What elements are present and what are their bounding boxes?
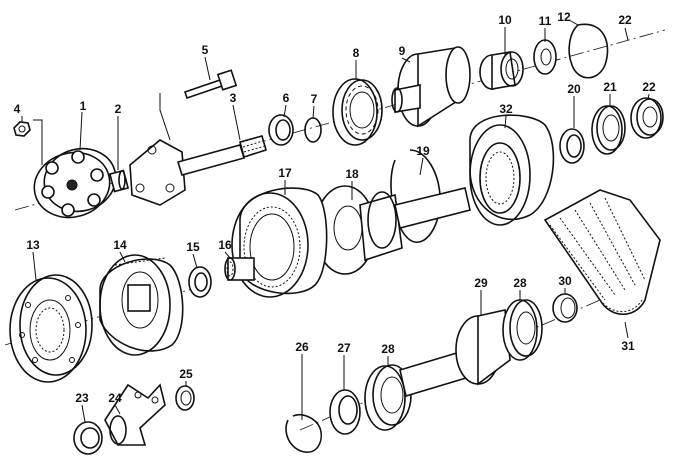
callout-16: 16 [218, 238, 232, 252]
part-9-drive-gear [391, 46, 471, 128]
callout-9: 9 [398, 44, 406, 58]
callout-28-upper: 28 [513, 276, 527, 290]
part-16-sleeve [224, 257, 255, 281]
part-2-sleeve [108, 169, 130, 193]
callout-20: 20 [567, 82, 581, 96]
part-15-seal-ring [188, 266, 212, 298]
leader-16 [224, 251, 231, 259]
callout-27: 27 [337, 341, 351, 355]
callout-17: 17 [278, 166, 292, 180]
part-22-bearing [630, 97, 664, 139]
callout-22-top: 22 [618, 13, 632, 27]
part-14-planet-carrier [99, 254, 184, 356]
part-18-double-gear [314, 185, 471, 275]
callout-19: 19 [416, 144, 430, 158]
callout-6: 6 [282, 91, 290, 105]
callout-3: 3 [229, 91, 237, 105]
leader-22 [647, 93, 650, 101]
leader-32 [504, 115, 507, 129]
part-17-ring-gear [231, 187, 328, 298]
part-1-flex-coupling [33, 147, 117, 219]
callout-22: 22 [642, 80, 656, 94]
callout-15: 15 [186, 240, 200, 254]
callout-10: 10 [498, 13, 512, 27]
leader-14 [119, 251, 126, 263]
callout-18: 18 [345, 167, 359, 181]
callout-31: 31 [621, 339, 635, 353]
callout-24: 24 [108, 391, 122, 405]
part-13-housing-disc [9, 274, 93, 383]
part-11-washer [533, 39, 557, 75]
part-26-circlip [285, 413, 322, 453]
part-28-bearing-lower [364, 364, 412, 431]
leader-13 [32, 251, 37, 281]
callout-7: 7 [310, 92, 318, 106]
leader-22-sub [624, 27, 629, 41]
leader-31 [624, 321, 629, 339]
leader-15 [192, 253, 198, 269]
part-3-input-shaft [129, 135, 267, 206]
part-23-seal [73, 421, 103, 455]
callout-21: 21 [603, 80, 617, 94]
part-25-seal [175, 385, 195, 411]
part-30-plug [552, 293, 578, 323]
part-7-circlip [304, 117, 322, 143]
leader-7 [312, 105, 315, 119]
callout-14: 14 [113, 238, 127, 252]
part-5-bolt [183, 69, 238, 100]
callout-32: 32 [499, 102, 513, 116]
callout-1: 1 [79, 99, 87, 113]
callout-12: 12 [557, 10, 571, 24]
leader-9 [401, 57, 411, 63]
part-32-clutch-drum [469, 114, 555, 226]
part-24-output-flange [104, 383, 166, 446]
leader-3-flange [159, 93, 171, 141]
callout-29: 29 [474, 276, 488, 290]
part-8-ball-bearing [332, 78, 383, 146]
callout-30: 30 [558, 274, 572, 288]
part-20-ring [559, 128, 585, 164]
part-31-chain-band [543, 189, 661, 315]
leader-6 [283, 104, 287, 118]
part-6-seal [268, 114, 294, 146]
leader-3 [232, 104, 241, 141]
callout-8: 8 [352, 46, 360, 60]
part-4-nut [13, 121, 31, 137]
callout-23: 23 [75, 391, 89, 405]
callout-5: 5 [201, 43, 209, 57]
part-10-needle-bearing [479, 51, 524, 90]
callout-25: 25 [179, 367, 193, 381]
callout-28-lower: 28 [381, 342, 395, 356]
callout-4: 4 [13, 102, 21, 116]
callout-2: 2 [114, 102, 122, 116]
part-28-bearing-upper [502, 299, 543, 361]
part-12-circlip [568, 19, 609, 79]
callout-11: 11 [538, 14, 552, 28]
leader-24 [114, 404, 121, 415]
part-27-seal [329, 389, 361, 435]
leader-19 [419, 157, 424, 176]
leader-1 [79, 111, 83, 151]
leader-4 [33, 119, 43, 165]
callout-26: 26 [295, 340, 309, 354]
part-29-output-shaft [399, 309, 511, 398]
leader-23 [81, 404, 86, 423]
callout-13: 13 [26, 238, 40, 252]
leader-5 [204, 56, 211, 81]
part-21-bearing [591, 105, 626, 155]
